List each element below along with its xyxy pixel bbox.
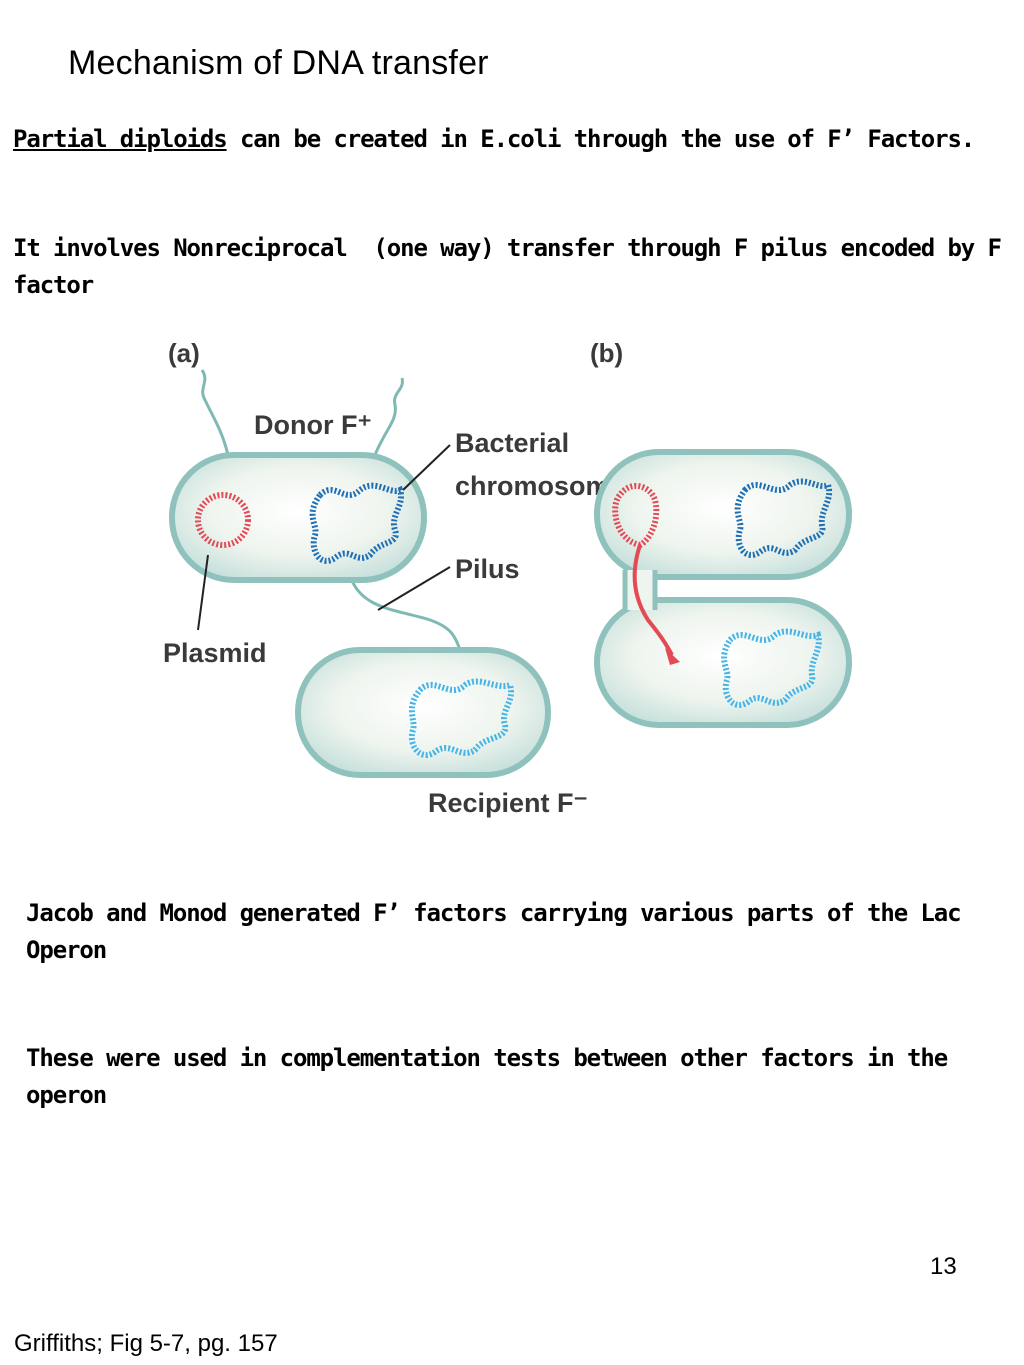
citation-footer: Griffiths; Fig 5-7, pg. 157 — [14, 1330, 278, 1357]
page-number: 13 — [930, 1253, 957, 1280]
paragraph-complementation: These were used in complementation tests… — [26, 1044, 961, 1109]
donor-plasmid — [195, 492, 251, 548]
recipient-chromosome — [408, 678, 515, 758]
bacterial-label-line2: chromosome — [455, 471, 625, 501]
connecting-pilus — [348, 574, 462, 651]
partial-diploids-term: Partial diploids — [13, 125, 228, 153]
plasmid-leader — [197, 554, 209, 631]
transfer-arrowhead — [665, 648, 680, 665]
donor-chromosome — [309, 482, 405, 564]
recipient-cell — [295, 647, 551, 778]
transferring-strand — [632, 544, 674, 656]
paragraph-partial-diploids: Partial diploids can be created in E.col… — [13, 121, 1013, 158]
recipient-chromosome-b — [721, 628, 822, 708]
pilus-label: Pilus — [455, 554, 520, 584]
bacterial-label-line1: Bacterial — [455, 428, 569, 458]
conjugation-figure: (a) (b) Donor F⁺ Bacterial chromosome Pi… — [150, 330, 870, 840]
recipient-label: Recipient F⁻ — [428, 788, 588, 818]
donor-pilus-right — [373, 377, 404, 456]
partial-diploids-text: can be created in E.coli through the use… — [226, 125, 975, 153]
slide-title: Mechanism of DNA transfer — [68, 44, 489, 82]
donor-cell-b — [594, 449, 852, 580]
panel-a-label: (a) — [168, 338, 200, 368]
conjugation-diagram: (a) (b) Donor F⁺ Bacterial chromosome Pi… — [163, 338, 852, 818]
donor-chromosome-b — [734, 478, 833, 558]
paragraph-nonreciprocal-transfer: It involves Nonreciprocal (one way) tran… — [13, 234, 1015, 299]
panel-b-label: (b) — [590, 338, 623, 368]
donor-cell — [169, 452, 427, 583]
bacterial-chromosome-leader — [402, 444, 451, 491]
paragraph-jacob-monod: Jacob and Monod generated F’ factors car… — [26, 899, 974, 964]
plasmid-label: Plasmid — [163, 638, 267, 668]
donor-pilus-left — [200, 369, 230, 456]
pilus-leader — [377, 566, 451, 611]
donor-label: Donor F⁺ — [254, 410, 372, 440]
